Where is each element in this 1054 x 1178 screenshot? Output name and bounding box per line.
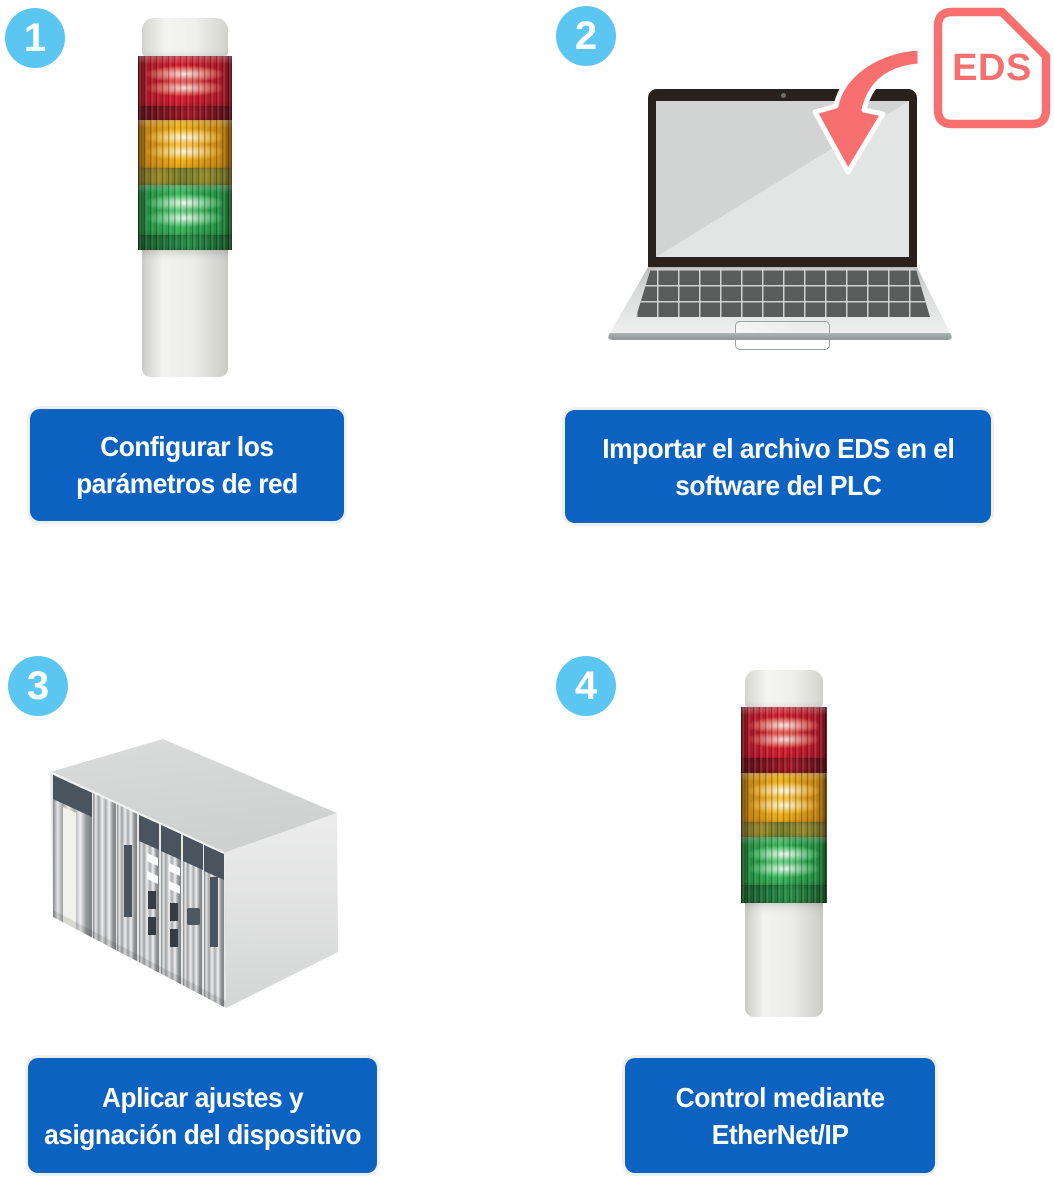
step-label-text: Aplicar ajustes y asignación del disposi… [44,1081,361,1150]
step-1-label: Configurar los parámetros de red [30,409,344,521]
eds-import-graphic: EDS [812,7,1051,175]
plc-top-face [50,739,337,853]
plc-right-face [224,813,338,1008]
tower-cap [142,18,228,56]
tower-lens-joint [138,168,232,185]
step-4-label: Control mediante EtherNet/IP [625,1058,935,1173]
tower-green-lens-base [138,235,232,250]
tower-red-lens-base [138,106,232,120]
import-arrow-icon [812,45,923,175]
tower-green-lens [138,185,232,235]
tower-red-lens [138,56,232,106]
step-number: 3 [26,664,50,708]
signal-tower-illustration [741,670,827,1017]
tower-red-lens-base [741,758,827,773]
eds-file-label: EDS [952,47,1032,89]
signal-tower-illustration [138,18,232,377]
tower-body [745,903,823,1017]
step-4-number-badge: 4 [556,656,616,716]
tower-lens-joint [741,822,827,837]
laptop-base-edge [607,333,953,340]
tower-red-lens [741,707,827,758]
tower-green-lens-base [741,885,827,903]
laptop-webcam [780,93,786,98]
step-2-number-badge: 2 [556,6,616,66]
laptop-keyboard [636,269,930,317]
tower-green-lens [741,837,827,885]
tower-amber-lens [741,773,827,822]
tower-body [142,250,228,377]
eds-file-icon [933,7,1051,129]
step-label-text: Importar el archivo EDS en el software d… [601,432,955,501]
step-label-text: Control mediante EtherNet/IP [675,1081,885,1150]
step-3-number-badge: 3 [8,656,68,716]
step-label-text: Configurar los parámetros de red [76,431,298,499]
plc-rack-illustration [49,739,338,1008]
step-1-number-badge: 1 [5,8,65,68]
step-number: 2 [574,14,598,58]
tower-amber-lens [138,120,232,168]
step-3-label: Aplicar ajustes y asignación del disposi… [28,1058,377,1173]
step-2-label: Importar el archivo EDS en el software d… [565,410,991,523]
tower-cap [745,670,823,707]
step-number: 1 [23,16,47,60]
step-number: 4 [574,664,598,708]
